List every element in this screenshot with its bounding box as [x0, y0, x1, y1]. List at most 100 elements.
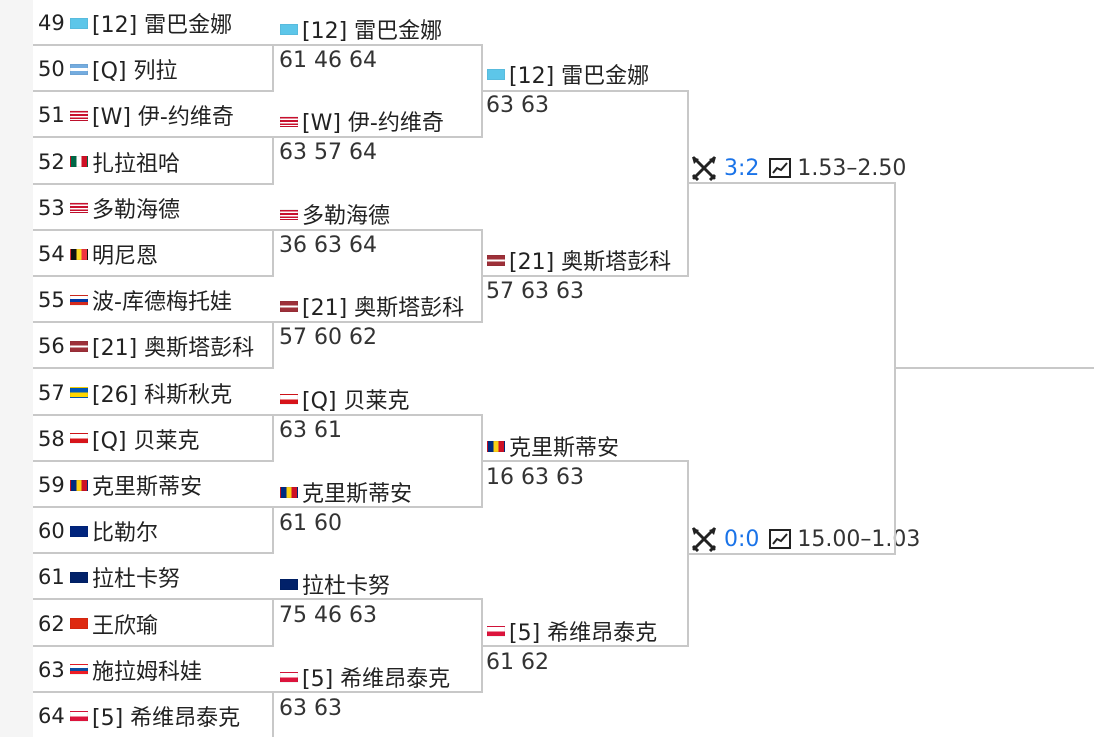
- round2-player[interactable]: [21] 奥斯塔彭科: [280, 290, 464, 322]
- r3-connector-bottom: [483, 645, 688, 647]
- r3-connector-top: [483, 460, 688, 462]
- flag-cn-icon: [70, 618, 88, 630]
- flag-pl-icon: [280, 671, 298, 683]
- r1-connector-top: [33, 413, 273, 416]
- draw-number: 57: [38, 380, 65, 405]
- draw-number: 58: [38, 426, 65, 451]
- player-name: [26] 科斯秋克: [92, 382, 233, 408]
- round2-player[interactable]: [W] 伊-约维奇: [280, 105, 444, 137]
- player-name: 王欣瑜: [92, 613, 159, 639]
- round1-player[interactable]: 57 [26] 科斯秋克: [38, 377, 232, 409]
- round2-player[interactable]: [12] 雷巴金娜: [280, 13, 442, 45]
- round1-player[interactable]: 51[W] 伊-约维奇: [38, 99, 234, 131]
- r2-connector-bottom: [274, 321, 482, 324]
- r1-connector-vertical: [272, 44, 274, 93]
- player-name: 多勒海德: [92, 197, 181, 223]
- player-name: [5] 希维昂泰克: [92, 706, 241, 731]
- player-name: 比勒尔: [92, 521, 159, 547]
- round2-player[interactable]: [Q] 贝莱克: [280, 383, 409, 415]
- player-name: [12] 雷巴金娜: [92, 13, 233, 38]
- r1-connector-top: [33, 506, 273, 508]
- player-name: 明尼恩: [92, 244, 159, 269]
- round3-player[interactable]: [21] 奥斯塔彭科: [487, 244, 671, 276]
- round1-player[interactable]: 64 [5] 希维昂泰克: [38, 700, 240, 732]
- r2-connector-vertical: [481, 598, 483, 693]
- odds-chart-icon: [769, 529, 792, 549]
- round3-player[interactable]: 克里斯蒂安: [487, 430, 619, 462]
- match-score: 61 46 64: [279, 47, 377, 73]
- flag-ua-icon: [70, 387, 88, 399]
- flag-kz-icon: [487, 68, 505, 80]
- round1-player[interactable]: 62 王欣瑜: [38, 608, 158, 640]
- player-name: 克里斯蒂安: [509, 436, 620, 461]
- draw-number: 62: [38, 611, 65, 636]
- flag-lv-icon: [280, 300, 298, 312]
- round2-player[interactable]: 拉杜卡努: [280, 568, 390, 600]
- r4-connector-top: [689, 182, 895, 184]
- draw-number: 61: [38, 565, 65, 590]
- r1-connector-top: [33, 321, 273, 324]
- r1-connector-top: [33, 228, 273, 231]
- flag-lv-icon: [70, 340, 88, 352]
- r1-connector-top: [33, 690, 273, 693]
- r1-connector-vertical: [272, 506, 274, 555]
- r2-connector-top: [274, 228, 482, 231]
- match-score: 57 63 63: [486, 278, 584, 304]
- head-to-head-record[interactable]: 0:0: [724, 526, 760, 552]
- player-name: 多勒海德: [302, 204, 391, 229]
- player-name: 施拉姆科娃: [92, 659, 203, 685]
- flag-pl-icon: [70, 710, 88, 722]
- round1-player[interactable]: 63 施拉姆科娃: [38, 654, 202, 686]
- r2-connector-top: [274, 598, 482, 601]
- r3-connector-bottom: [483, 275, 688, 277]
- round1-player[interactable]: 49[12] 雷巴金娜: [38, 7, 232, 39]
- match-score: 63 61: [279, 417, 342, 443]
- flag-ro-icon: [487, 440, 505, 452]
- r1-connector-bottom: [33, 182, 273, 185]
- flag-be-icon: [70, 248, 88, 260]
- r2-connector-bottom: [274, 136, 482, 139]
- round1-player[interactable]: 53 多勒海德: [38, 192, 180, 224]
- r2-connector-top: [274, 413, 482, 416]
- round2-player[interactable]: [5] 希维昂泰克: [280, 661, 450, 693]
- draw-number: 63: [38, 657, 65, 682]
- match-score: 63 57 64: [279, 139, 377, 165]
- r2-connector-vertical: [481, 413, 483, 508]
- draw-number: 53: [38, 195, 65, 220]
- round1-player[interactable]: 50[Q] 列拉: [38, 53, 177, 85]
- flag-kz-icon: [280, 23, 298, 35]
- draw-number: 56: [38, 334, 65, 359]
- head-to-head-record[interactable]: 3:2: [724, 155, 760, 181]
- flag-sk-icon: [70, 664, 88, 676]
- r2-connector-vertical: [481, 44, 483, 139]
- player-name: 拉杜卡努: [302, 574, 391, 599]
- odds-chart-icon: [769, 158, 792, 178]
- round1-player[interactable]: 58[Q] 贝莱克: [38, 423, 199, 455]
- flag-pl-icon: [487, 625, 505, 637]
- match-score: 61 62: [486, 649, 549, 675]
- round3-player[interactable]: [12] 雷巴金娜: [487, 58, 649, 90]
- flag-cz-icon: [70, 433, 88, 445]
- round2-player[interactable]: 克里斯蒂安: [280, 476, 412, 508]
- r1-connector-vertical: [272, 136, 274, 185]
- round3-player[interactable]: [5] 希维昂泰克: [487, 615, 657, 647]
- round1-player[interactable]: 56 [21] 奥斯塔彭科: [38, 330, 254, 362]
- draw-number: 64: [38, 704, 65, 728]
- draw-number: 51: [38, 103, 65, 128]
- flag-cz-icon: [280, 393, 298, 405]
- round2-player[interactable]: 多勒海德: [280, 198, 390, 230]
- draw-number: 50: [38, 57, 65, 82]
- match-score: 61 60: [279, 510, 342, 536]
- player-name: [21] 奥斯塔彭科: [92, 336, 255, 362]
- flag-us-icon: [70, 202, 88, 214]
- match-score: 75 46 63: [279, 602, 377, 628]
- r3-connector-vertical: [687, 90, 689, 277]
